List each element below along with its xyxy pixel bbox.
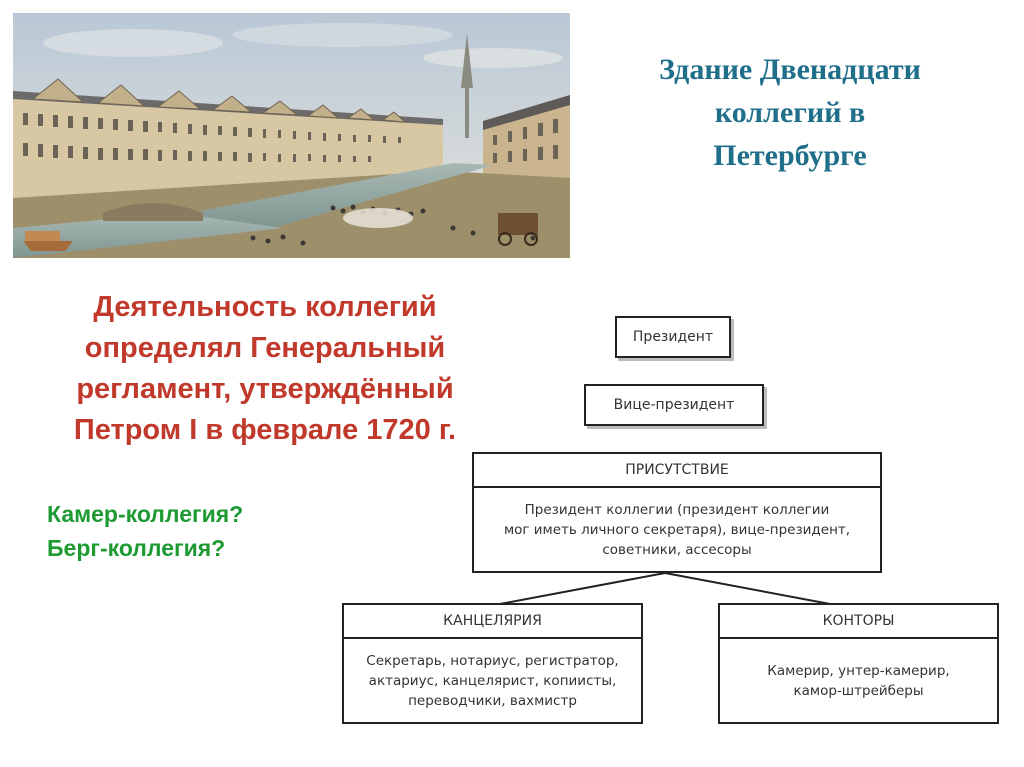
collegium-questions: Камер-коллегия? Берг-коллегия?: [47, 497, 243, 565]
general-regulation-text: Деятельность коллегий определял Генераль…: [30, 287, 500, 451]
vice-president-box: Вице-президент: [584, 384, 764, 426]
regulation-line-3: регламент, утверждённый: [76, 373, 454, 405]
chancellery-line-2: актариус, канцелярист, копиисты,: [368, 673, 617, 689]
title-line-2: коллегий в: [714, 96, 866, 129]
president-box: Президент: [615, 316, 731, 358]
presence-line-3: советники, ассесоры: [602, 542, 752, 558]
presence-box: ПРИСУТСТВИЕ Президент коллегии (президен…: [472, 452, 882, 573]
offices-box: КОНТОРЫ Камерир, унтер-камерир, камор-шт…: [718, 603, 999, 724]
offices-header: КОНТОРЫ: [720, 605, 997, 639]
regulation-line-4: Петром I в феврале 1720 г.: [73, 414, 457, 446]
chancellery-line-3: переводчики, вахмистр: [408, 693, 577, 709]
offices-line-1: Камерир, унтер-камерир,: [767, 663, 950, 679]
vice-president-label: Вице-президент: [613, 397, 735, 413]
question-berg-collegium: Берг-коллегия?: [47, 535, 226, 561]
twelve-collegia-engraving: [13, 13, 570, 258]
offices-body: Камерир, унтер-камерир, камор-штрейберы: [720, 639, 997, 723]
question-kamer-collegium: Камер-коллегия?: [47, 501, 244, 527]
chancellery-header: КАНЦЕЛЯРИЯ: [344, 605, 641, 639]
presence-body: Президент коллегии (президент коллегии м…: [474, 488, 880, 572]
regulation-line-2: определял Генеральный: [84, 332, 446, 364]
title-line-3: Петербурге: [713, 139, 867, 172]
connector-presence-offices: [664, 572, 831, 605]
chancellery-box: КАНЦЕЛЯРИЯ Секретарь, нотариус, регистра…: [342, 603, 643, 724]
presence-line-2: мог иметь личного секретаря), вице-прези…: [503, 522, 851, 538]
presence-header: ПРИСУТСТВИЕ: [474, 454, 880, 488]
title-line-1: Здание Двенадцати: [659, 53, 921, 86]
chancellery-line-1: Секретарь, нотариус, регистратор,: [366, 653, 619, 669]
presence-line-1: Президент коллегии (президент коллегии: [524, 502, 830, 518]
president-label: Президент: [632, 329, 714, 345]
building-title: Здание Двенадцати коллегий в Петербурге: [590, 48, 990, 177]
offices-line-2: камор-штрейберы: [793, 683, 924, 699]
chancellery-body: Секретарь, нотариус, регистратор, актари…: [344, 639, 641, 723]
connector-presence-chancellery: [499, 572, 666, 605]
regulation-line-1: Деятельность коллегий: [93, 291, 437, 323]
